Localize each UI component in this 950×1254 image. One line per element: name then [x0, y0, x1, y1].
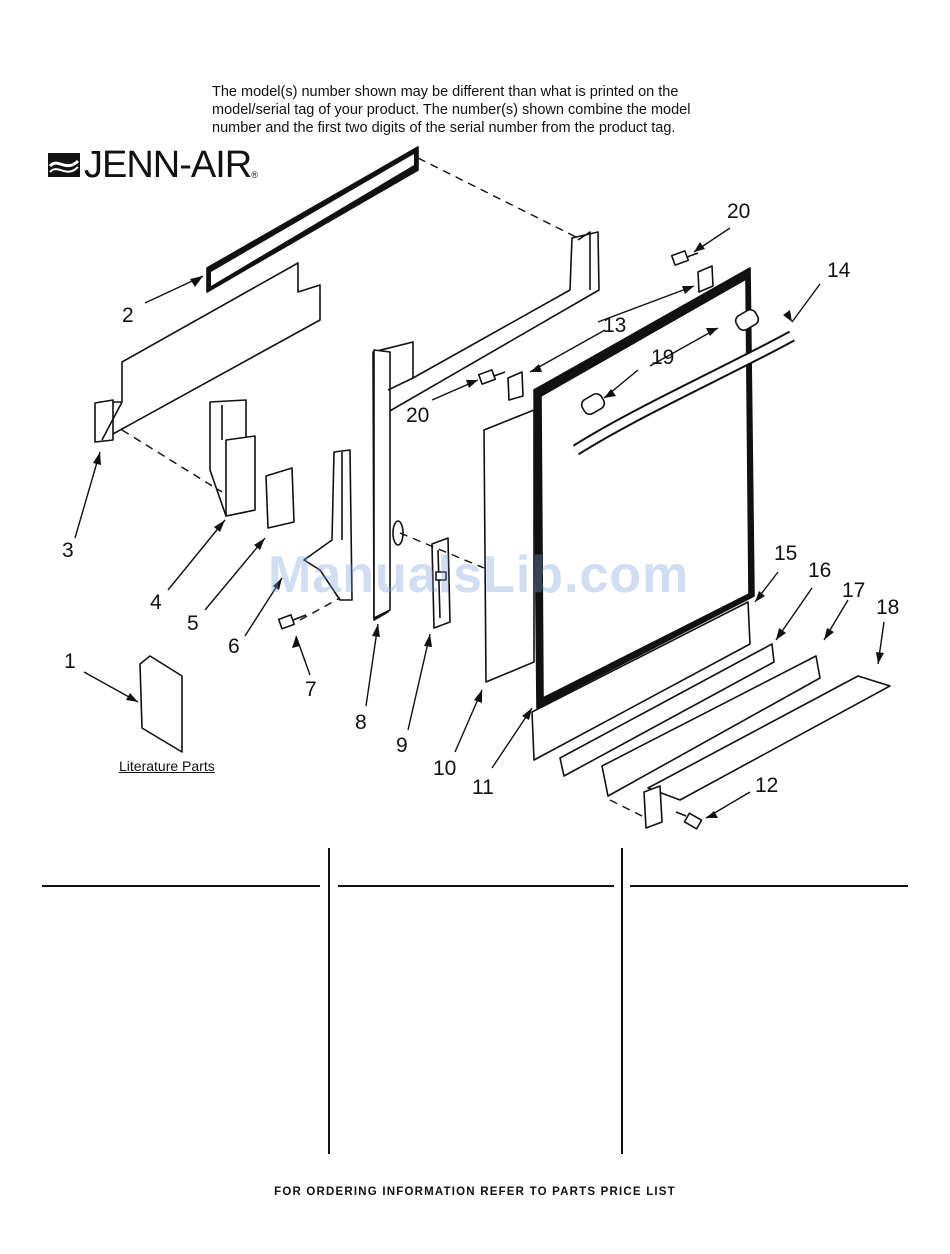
callout-12: 12	[755, 774, 778, 797]
part-7-screw	[277, 614, 307, 630]
brand-logo: JENN-AIR ®	[48, 146, 258, 184]
callout-14: 14	[827, 259, 851, 282]
part-13-brackets	[507, 265, 714, 401]
ordering-info-footer: FOR ORDERING INFORMATION REFER TO PARTS …	[274, 1186, 676, 1198]
callout-7: 7	[305, 678, 317, 701]
notice-line-2: model/serial tag of your product. The nu…	[212, 102, 691, 118]
part-20-screws	[477, 250, 699, 385]
model-number-notice: The model(s) number shown may be differe…	[212, 83, 772, 137]
part-1-literature	[139, 655, 183, 753]
watermark: ManualsLib.com	[268, 546, 690, 604]
callout-17: 17	[842, 579, 865, 602]
callout-8: 8	[355, 711, 367, 734]
column-divider-1	[328, 848, 330, 1154]
callout-18: 18	[876, 596, 899, 619]
callout-13: 13	[603, 314, 626, 337]
callout-5: 5	[187, 612, 199, 635]
callout-9: 9	[396, 734, 408, 757]
callout-numbers: 1 2 3 4 5 6 7 8 9 10 11 12 13 14 15 16 1…	[62, 200, 899, 799]
callout-2: 2	[122, 304, 134, 327]
part-14-handle	[572, 330, 795, 456]
part-8-door-frame	[372, 231, 600, 621]
column-1-rule	[42, 885, 320, 887]
callout-4: 4	[150, 591, 162, 614]
column-2-rule	[338, 885, 614, 887]
part-2-trim-strip	[206, 146, 419, 293]
part-10-outer-panel	[483, 409, 535, 683]
part-5-pad	[265, 467, 295, 529]
notice-line-1: The model(s) number shown may be differe…	[212, 84, 679, 100]
part-16-kick-plate	[559, 643, 775, 777]
brand-registered-mark: ®	[251, 170, 258, 180]
part-17-toe-panel	[601, 655, 821, 797]
part-19-spacers	[580, 308, 760, 416]
callout-11: 11	[472, 776, 494, 799]
part-15-lower-trim	[531, 601, 751, 761]
callout-10: 10	[433, 757, 456, 780]
part-4-bracket	[209, 399, 256, 517]
brand-name: JENN-AIR	[84, 144, 252, 186]
literature-parts-label: Literature Parts	[119, 758, 215, 774]
callout-20-top: 20	[727, 200, 750, 223]
callout-3: 3	[62, 539, 74, 562]
notice-line-3: number and the first two digits of the s…	[212, 120, 676, 136]
part-3-inner-panel	[94, 262, 321, 443]
callout-16: 16	[808, 559, 831, 582]
callout-15: 15	[774, 542, 797, 565]
leader-arrowheads	[93, 242, 884, 818]
part-18-bottom-panel	[643, 675, 891, 829]
callout-6: 6	[228, 635, 240, 658]
part-9-bracket	[431, 537, 451, 629]
part-12-screw	[675, 811, 703, 830]
jenn-air-logo-icon	[48, 153, 80, 177]
part-6-hinge-arm	[303, 449, 353, 601]
callout-1: 1	[64, 650, 76, 673]
column-3-rule	[630, 885, 908, 887]
callout-19: 19	[651, 346, 674, 369]
column-divider-2	[621, 848, 623, 1154]
assembly-guide-lines	[121, 157, 647, 819]
callout-20-left: 20	[406, 404, 429, 427]
